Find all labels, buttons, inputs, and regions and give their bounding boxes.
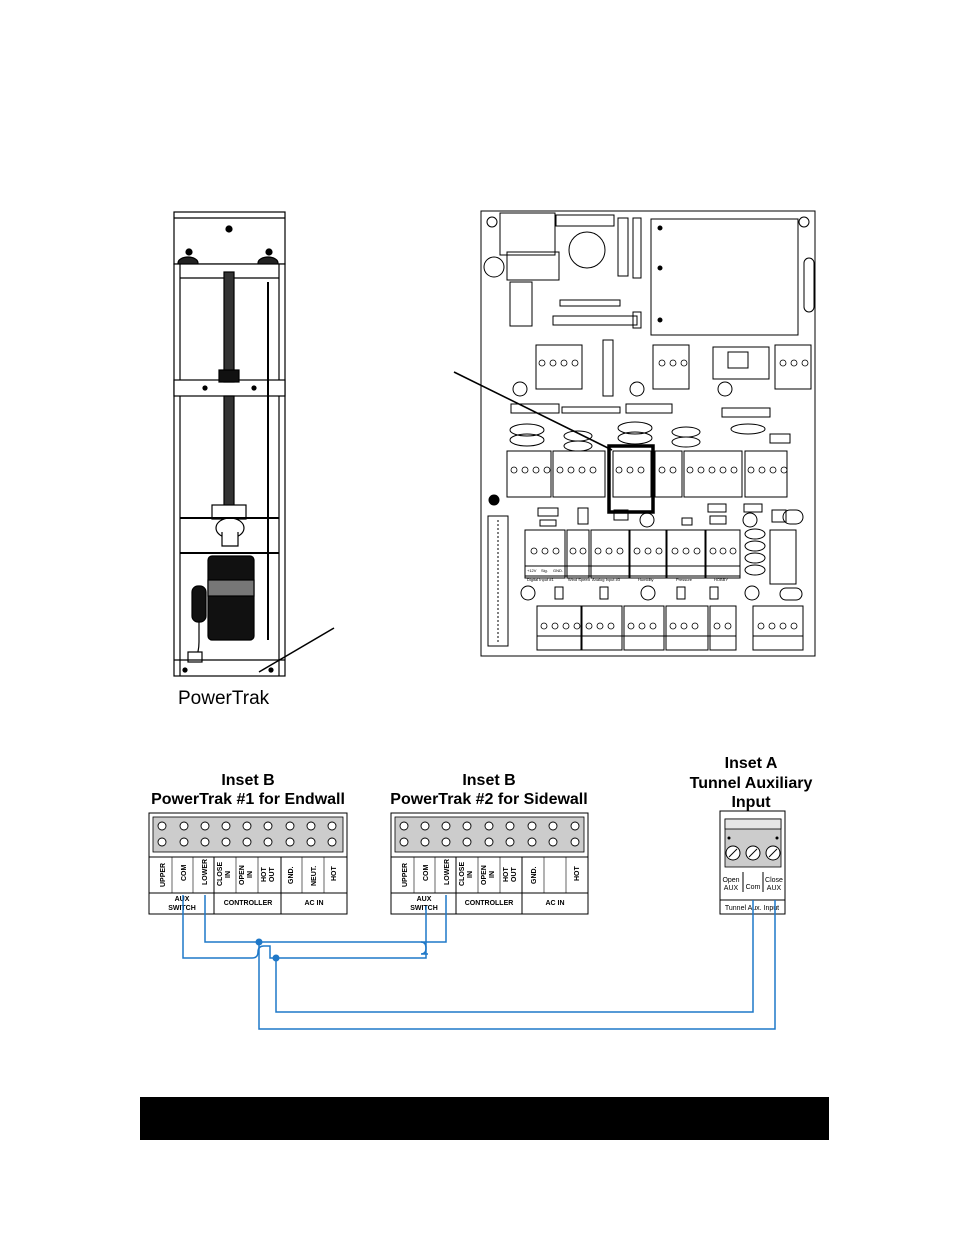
b2-open-1: OPEN (481, 865, 488, 885)
label-analog-input: Analog Input #3 (592, 577, 621, 582)
inset-b1-title-line2: PowerTrak #1 for Endwall (151, 791, 345, 808)
inset-a-close-2: AUX (767, 885, 782, 892)
powertrak-pointer-line (258, 627, 335, 673)
b2-open-2: IN (489, 871, 496, 878)
board-input-labels: Digital Input #1 Wind Speed Analog Input… (527, 568, 728, 582)
b1-acin: AC IN (304, 900, 323, 907)
b1-close-2: IN (225, 871, 232, 878)
b1-gnd: GND. (288, 866, 295, 884)
label-humidity: Humidity (638, 577, 654, 582)
inset-a-title-line1: Inset A (725, 755, 778, 772)
label-digital-input: Digital Input #1 (527, 577, 554, 582)
b2-close-1: CLOSE (459, 862, 466, 886)
b2-hot: HOT (574, 866, 581, 882)
powertrak-label: PowerTrak (178, 688, 270, 709)
b1-hotout-2: OUT (269, 867, 276, 883)
inset-b2-terminal-block: UPPER COM LOWER CLOSE IN OPEN IN HOT OUT… (390, 812, 589, 915)
footer-bar (140, 1097, 829, 1140)
b1-aux-2: SWITCH (168, 905, 196, 912)
b2-upper: UPPER (402, 863, 409, 887)
b2-controller: CONTROLLER (465, 900, 514, 907)
inset-a-com: Com (746, 884, 761, 891)
b2-lower: LOWER (444, 859, 451, 885)
b1-open-2: IN (247, 871, 254, 878)
b1-hot: HOT (331, 866, 338, 882)
b1-upper: UPPER (160, 863, 167, 887)
wiring (182, 895, 776, 1030)
b2-aux-1: AUX (417, 896, 432, 903)
label-pressure: Pressure (676, 577, 693, 582)
inset-a-open-2: AUX (724, 885, 739, 892)
label-hobby: HOBBY (714, 577, 728, 582)
b2-aux-2: SWITCH (410, 905, 438, 912)
b2-gnd: GND. (531, 866, 538, 884)
inset-a-title-line2: Tunnel Auxiliary (690, 775, 813, 792)
b1-com: COM (181, 865, 188, 882)
board-pointer-line (453, 371, 613, 451)
b2-com: COM (423, 865, 430, 882)
b2-hotout-2: OUT (511, 867, 518, 883)
b1-open-1: OPEN (239, 865, 246, 885)
powertrak-unit (173, 211, 286, 677)
b1-close-1: CLOSE (217, 862, 224, 886)
inset-a-open-1: Open (722, 877, 739, 884)
b2-hotout-1: HOT (503, 867, 510, 883)
inset-a-footer: Tunnel Aux. Input (725, 905, 779, 912)
inset-a-close-1: Close (765, 877, 783, 884)
label-wind-speed: Wind Speed (568, 577, 590, 582)
b1-hotout-1: HOT (261, 867, 268, 883)
controller-board (480, 210, 816, 657)
b1-lower: LOWER (202, 859, 209, 885)
label-12v: +12V (527, 568, 537, 573)
label-sig: Sig. (541, 568, 548, 573)
inset-b2-title-line2: PowerTrak #2 for Sidewall (390, 791, 587, 808)
inset-b1-title-line1: Inset B (221, 772, 274, 789)
b2-close-2: IN (467, 871, 474, 878)
b1-aux-1: AUX (175, 896, 190, 903)
inset-b2-title-line1: Inset B (462, 772, 515, 789)
b2-acin: AC IN (545, 900, 564, 907)
b1-controller: CONTROLLER (224, 900, 273, 907)
inset-b1-terminal-block: UPPER COM LOWER CLOSE IN OPEN IN HOT OUT… (148, 812, 348, 915)
b1-neut: NEUT. (311, 866, 318, 886)
board-terminal-screws (510, 359, 809, 630)
inset-a-title-line3: Input (731, 794, 771, 811)
inset-a-terminal-block: Open AUX Com Close AUX Tunnel Aux. Input (719, 810, 786, 915)
label-gnd: GND. (553, 568, 563, 573)
